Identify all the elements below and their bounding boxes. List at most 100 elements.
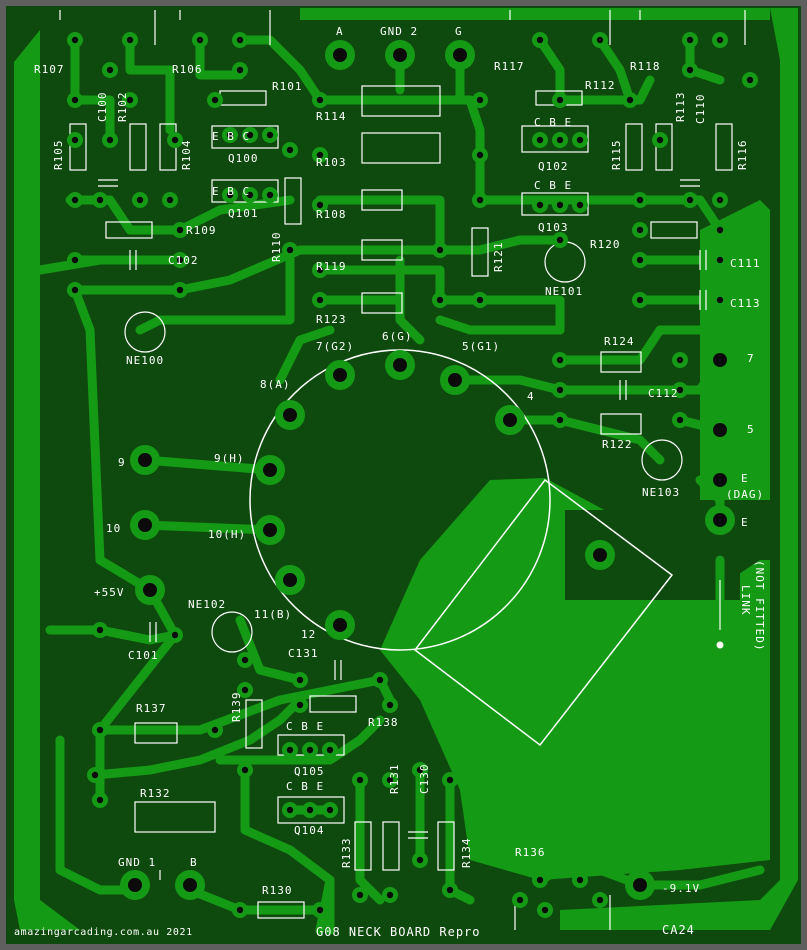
pad-hole [556,201,564,209]
pad-hole [536,36,544,44]
pad-hole [376,676,384,684]
pad-hole [71,286,79,294]
label-q100: Q100 [228,152,259,165]
pad-hole [316,906,324,914]
label-not-fitted: (NOT FITTED) [753,560,766,651]
label-r122: R122 [602,438,633,451]
large-pad-hole [393,48,407,62]
label-r118: R118 [630,60,661,73]
label-q102: Q102 [538,160,569,173]
pad-hole [686,36,694,44]
pad-hole [296,701,304,709]
label-c111: C111 [730,257,761,270]
pad-hole [176,226,184,234]
label-ne100: NE100 [126,354,164,367]
pad-hole [446,776,454,784]
pad-hole [71,96,79,104]
pad-hole [71,256,79,264]
pad-hole [636,196,644,204]
pad-hole [306,806,314,814]
pad-hole [126,36,134,44]
pad-hole [356,776,364,784]
pad-hole [596,36,604,44]
pad-hole [476,296,484,304]
label-c102: C102 [168,254,199,267]
pad-hole [386,891,394,899]
pad-hole [96,726,104,734]
label-r120: R120 [590,238,621,251]
pad-hole [716,256,724,264]
pad-hole [286,806,294,814]
label-c130: C130 [418,764,431,795]
footer-title: G08 NECK BOARD Repro [316,925,481,939]
label-g: G [455,25,463,38]
label-r121: R121 [492,242,505,273]
label-r133: R133 [340,838,353,869]
label-r101: R101 [272,80,303,93]
label-e-dag: E [741,472,749,485]
label-r109: R109 [186,224,217,237]
label-gnd2: GND 2 [380,25,418,38]
label-ne102: NE102 [188,598,226,611]
label-r115: R115 [610,140,623,171]
label-c110: C110 [694,94,707,125]
pad-hole [536,201,544,209]
pad-hole [556,416,564,424]
label-r123: R123 [316,313,347,326]
pad-hole [656,136,664,144]
pad-hole [536,136,544,144]
label-r113: R113 [674,92,687,123]
pad-hole [576,136,584,144]
pad-hole [556,386,564,394]
pad-hole [386,776,394,784]
label-c112: C112 [648,387,679,400]
large-pad-hole [713,353,727,367]
label-ne103: NE103 [642,486,680,499]
label-r106: R106 [172,63,203,76]
large-pad-hole [333,48,347,62]
pad-hole [266,131,274,139]
label-r110: R110 [270,232,283,263]
label-cbe-q104: C B E [286,780,324,793]
pad-hole [416,766,424,774]
pad-hole [636,226,644,234]
pad-hole [436,246,444,254]
label-r112: R112 [585,79,616,92]
pad-hole [316,151,324,159]
pad-hole [576,876,584,884]
pad-hole [171,631,179,639]
label-pin7g2: 7(G2) [316,340,354,353]
label-r124: R124 [604,335,635,348]
label-r105: R105 [52,140,65,171]
pad-hole [211,726,219,734]
pad-hole [136,196,144,204]
pad-hole [556,236,564,244]
pad-hole [686,66,694,74]
pad-hole [326,746,334,754]
large-pad-hole [128,878,142,892]
pad-hole [226,191,234,199]
label-ebc-q100: E B C [212,130,250,143]
pad-hole [241,766,249,774]
link-dot [716,641,724,649]
pad-hole [171,136,179,144]
pad-hole [316,266,324,274]
label-r136: R136 [515,846,546,859]
label-r131: R131 [388,764,401,795]
pad-hole [196,36,204,44]
label-c100: C100 [96,92,109,123]
pad-hole [91,771,99,779]
label-r119: R119 [316,260,347,273]
label-cbe-q103: C B E [534,179,572,192]
pad-hole [686,196,694,204]
pad-hole [71,136,79,144]
pad-hole [286,146,294,154]
label-pin5g1: 5(G1) [462,340,500,353]
pad-hole [236,66,244,74]
copper-traces [35,35,765,935]
pad-hole [71,196,79,204]
label-b: B [190,856,198,869]
label-pin6g: 6(G) [382,330,413,343]
pad-hole [716,36,724,44]
pad-hole [296,676,304,684]
